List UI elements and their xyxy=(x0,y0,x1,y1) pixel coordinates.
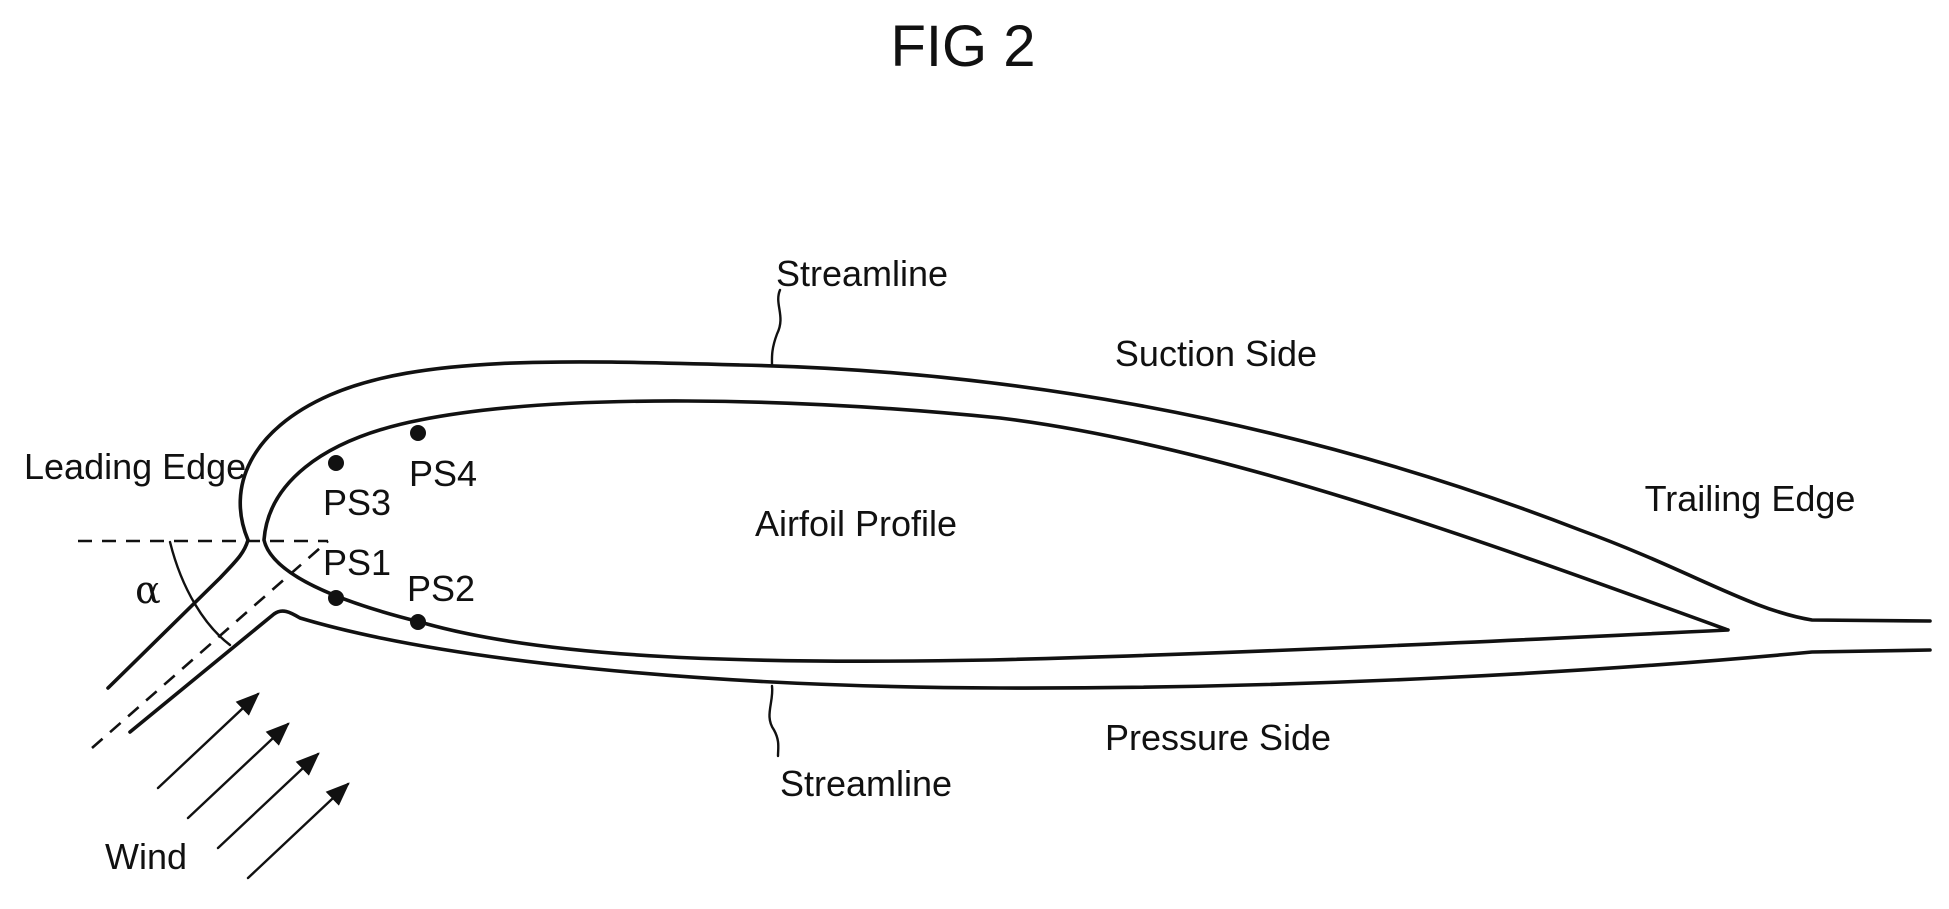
suction-side-label: Suction Side xyxy=(1115,333,1317,374)
leading-edge-label: Leading Edge xyxy=(24,446,246,487)
wind-direction-reference-line xyxy=(92,541,328,748)
wind-arrow-3 xyxy=(218,754,318,848)
pressure-side-label: Pressure Side xyxy=(1105,717,1331,758)
streamline-bottom-leader xyxy=(769,686,778,756)
pressure-sensor-ps4-dot xyxy=(410,425,426,441)
pressure-sensor-ps1-label: PS1 xyxy=(323,542,391,583)
wind-arrow-4 xyxy=(248,784,348,878)
airfoil-profile-label: Airfoil Profile xyxy=(755,503,957,544)
airfoil-profile-outline xyxy=(264,401,1728,661)
pressure-sensor-ps4-label: PS4 xyxy=(409,453,477,494)
angle-arc xyxy=(170,542,230,645)
trailing-edge-label: Trailing Edge xyxy=(1645,478,1856,519)
wind-label: Wind xyxy=(105,836,187,877)
pressure-sensor-ps3-label: PS3 xyxy=(323,482,391,523)
pressure-sensor-ps3-dot xyxy=(328,455,344,471)
streamline-top-leader xyxy=(772,290,781,366)
angle-alpha-label: α xyxy=(135,568,161,612)
streamline-bottom-label: Streamline xyxy=(780,763,952,804)
wind-arrow-2 xyxy=(188,724,288,818)
streamline-top-label: Streamline xyxy=(776,253,948,294)
figure-title: FIG 2 xyxy=(890,14,1035,79)
pressure-sensor-ps2-dot xyxy=(410,614,426,630)
wind-arrow-1 xyxy=(158,694,258,788)
pressure-sensor-ps1-dot xyxy=(328,590,344,606)
pressure-sensor-ps2-label: PS2 xyxy=(407,568,475,609)
